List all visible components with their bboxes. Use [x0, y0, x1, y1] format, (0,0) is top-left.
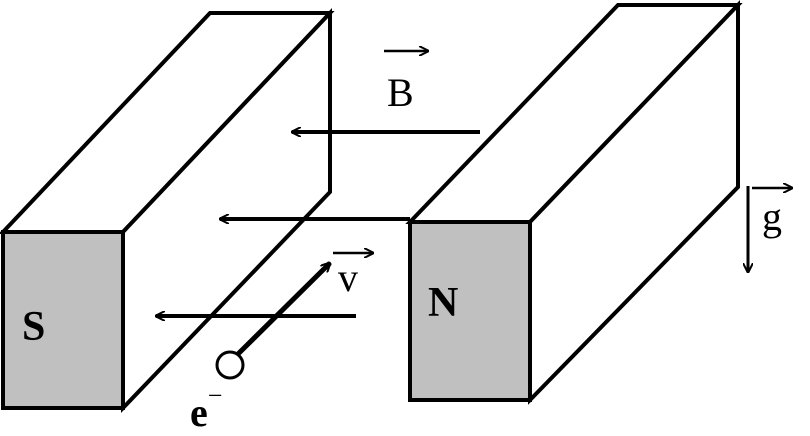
electron-symbol: e	[190, 390, 208, 431]
electron-label: e−	[190, 381, 222, 431]
north-magnet-front-face	[408, 220, 532, 402]
velocity-label: v	[338, 255, 358, 300]
south-magnet-front-face	[1, 230, 125, 410]
south-pole-label: S	[22, 304, 45, 350]
gravity-label: g	[762, 194, 782, 239]
electron-charge-sign: −	[208, 381, 223, 410]
gravity-vector: g	[748, 186, 792, 272]
electron: e−	[190, 263, 330, 435]
velocity-vector-label: v	[333, 253, 373, 300]
north-pole-label: N	[428, 280, 458, 326]
field-label: B	[387, 70, 414, 115]
south-magnet	[0, 7, 335, 413]
field-lines	[156, 132, 480, 316]
velocity-vector	[235, 263, 330, 357]
north-magnet	[405, 0, 743, 405]
electron-dot	[215, 350, 245, 380]
field-vector-label: B	[384, 51, 428, 115]
